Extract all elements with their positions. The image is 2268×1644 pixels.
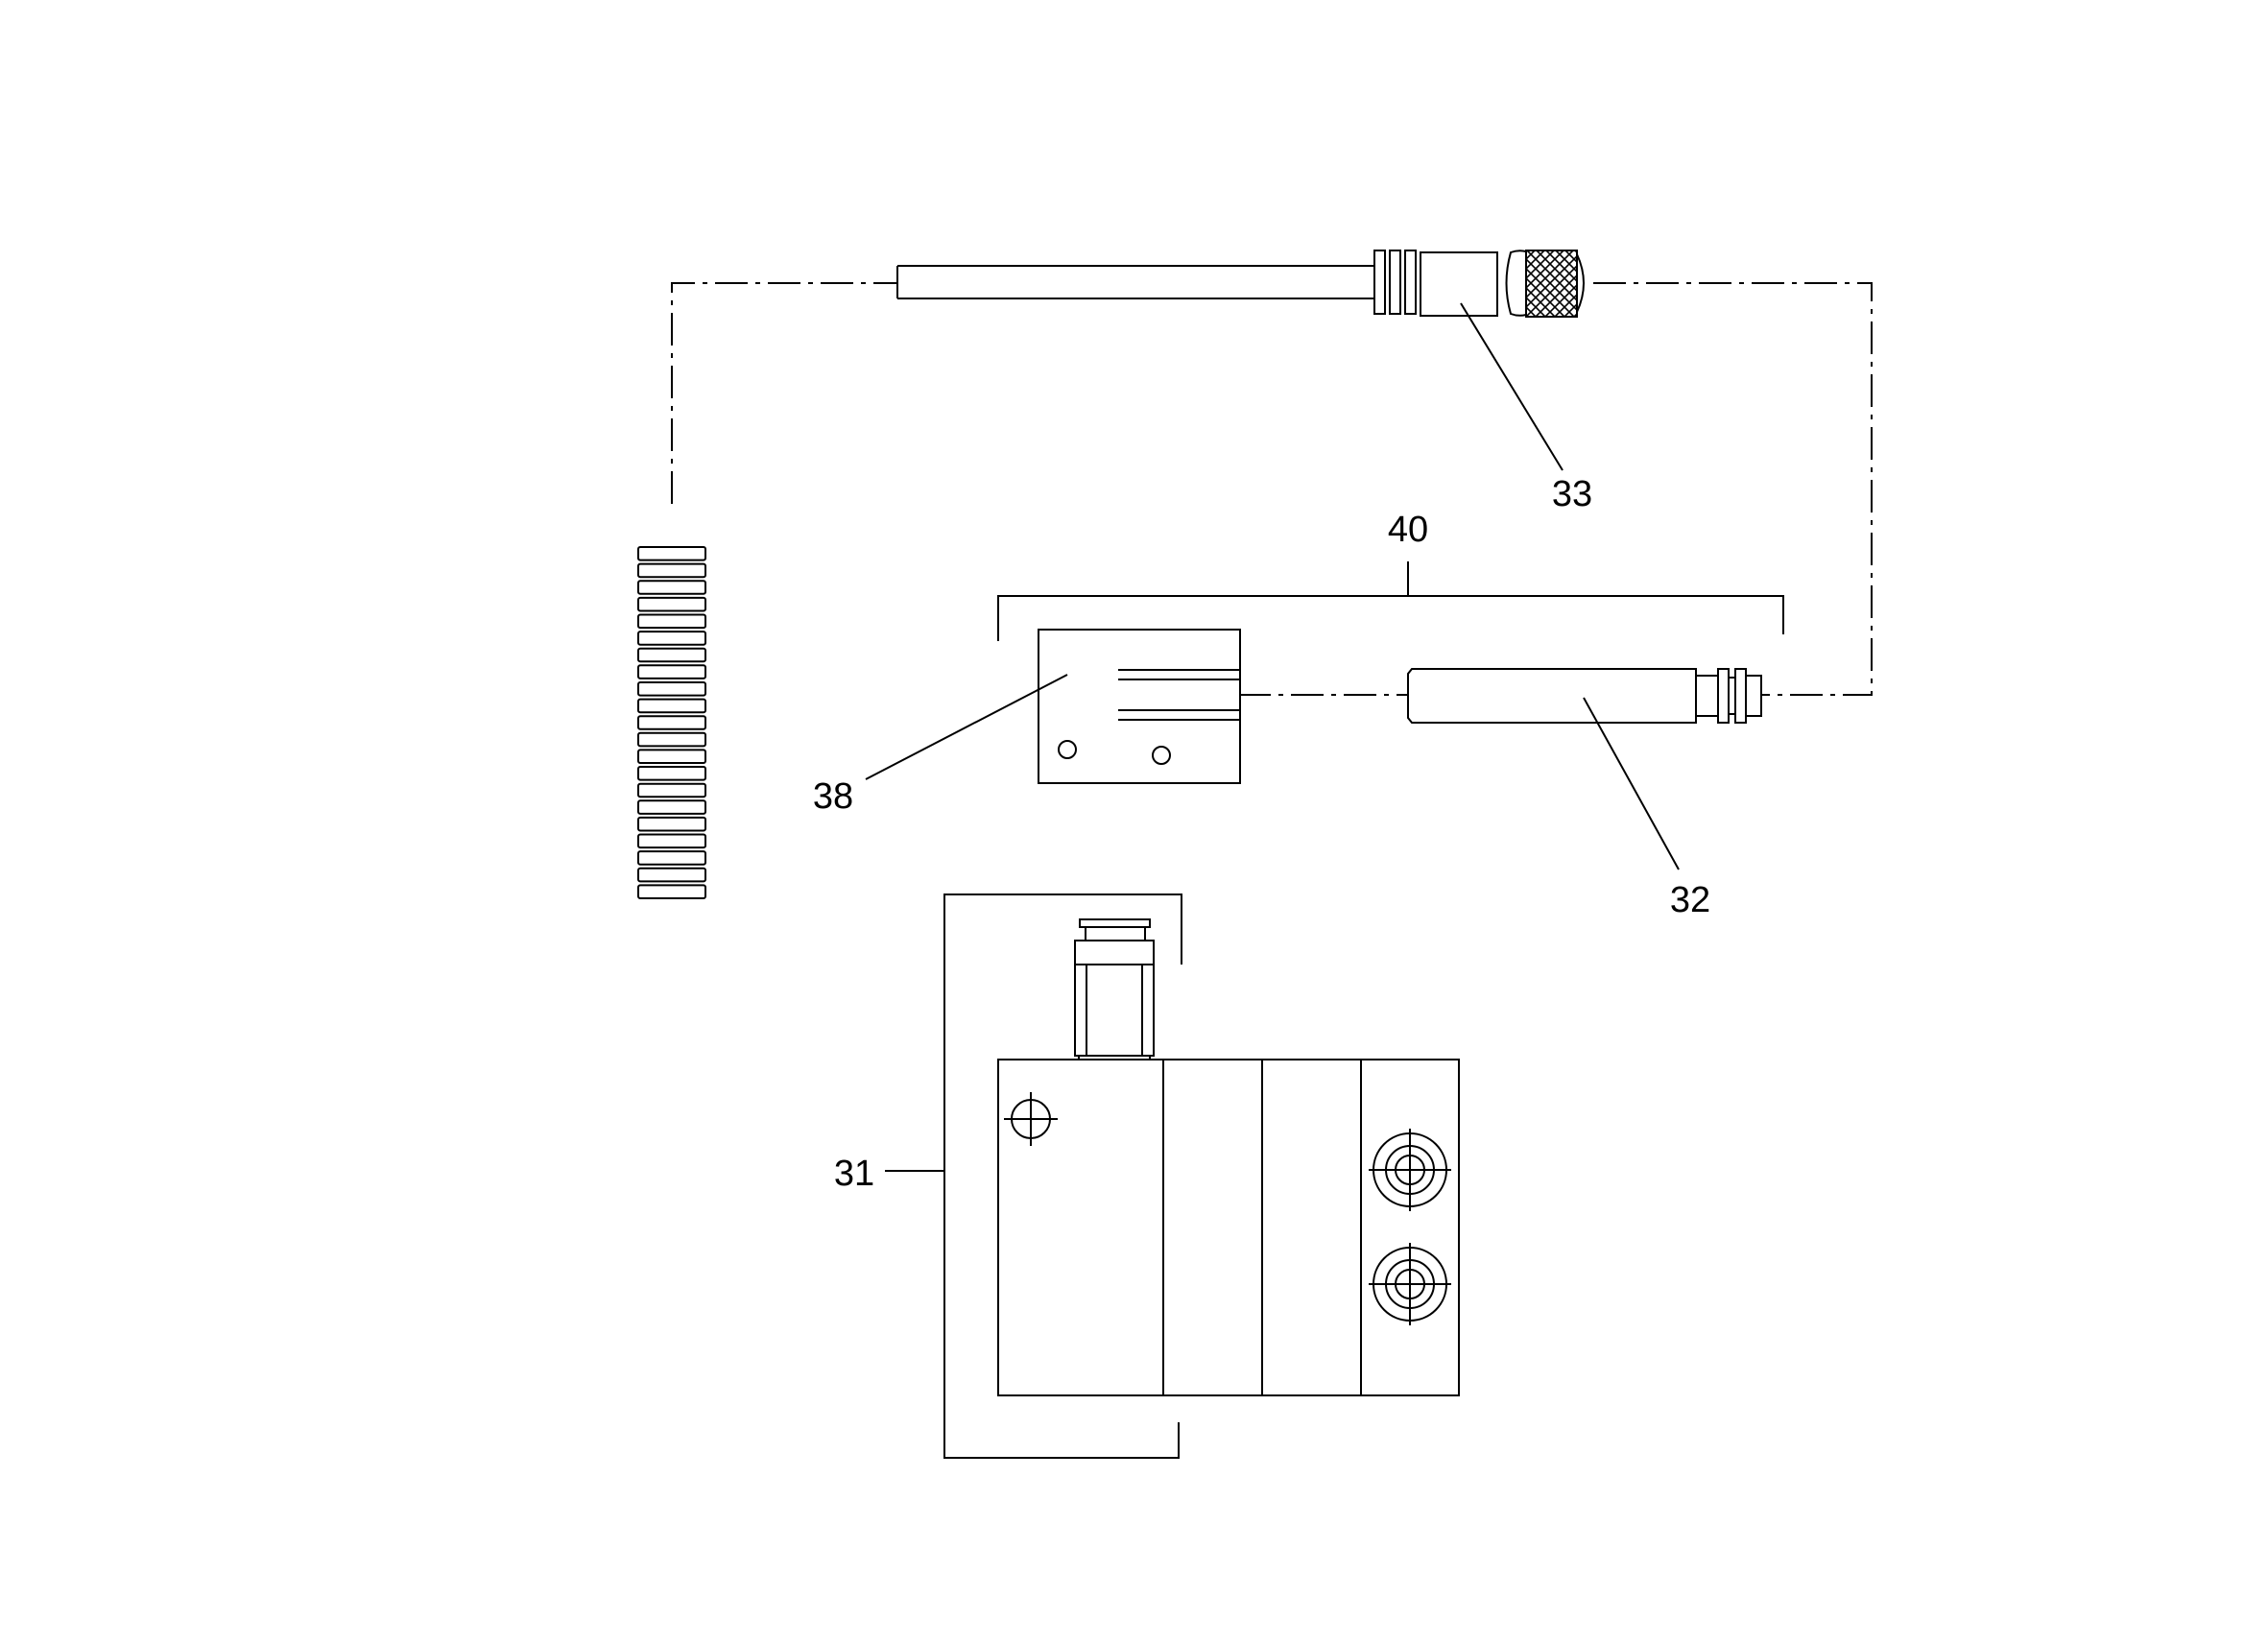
spring-coil-segment bbox=[637, 546, 706, 561]
spring-coil-segment bbox=[637, 782, 706, 798]
leader-lines bbox=[865, 302, 1680, 1172]
spring-coil-segment bbox=[637, 698, 706, 714]
spring-coil-segment bbox=[637, 816, 706, 832]
label-31: 31 bbox=[834, 1154, 874, 1194]
spring-coil-segment bbox=[637, 580, 706, 595]
assembly-bracket-40 bbox=[997, 561, 1784, 641]
label-33: 33 bbox=[1552, 474, 1592, 514]
spring-coil-segment bbox=[637, 664, 706, 679]
label-40: 40 bbox=[1388, 510, 1428, 550]
spring-coil-segment bbox=[637, 749, 706, 765]
spring-coil-segment bbox=[637, 884, 706, 900]
spring-coil-segment bbox=[637, 647, 706, 663]
spring-coil-segment bbox=[637, 850, 706, 866]
sensor-rod-32 bbox=[1407, 668, 1762, 724]
sensor-cable-33 bbox=[896, 250, 1585, 318]
label-32: 32 bbox=[1670, 880, 1710, 920]
spring-coil-segment bbox=[637, 766, 706, 781]
spring-coil-segment bbox=[637, 731, 706, 748]
spring-coil-segment bbox=[637, 631, 706, 646]
spring-coil-segment bbox=[637, 562, 706, 579]
connection-centerlines bbox=[671, 282, 1873, 696]
spring-coil-segment bbox=[637, 613, 706, 630]
mounting-block-38 bbox=[1038, 629, 1241, 784]
spring-coil-segment bbox=[637, 799, 706, 815]
spring-coil-segment bbox=[637, 681, 706, 697]
spring-coil-segment bbox=[637, 596, 706, 612]
spring-coil bbox=[637, 546, 706, 900]
actuator-31 bbox=[943, 893, 1460, 1459]
spring-coil-segment bbox=[637, 867, 706, 883]
label-38: 38 bbox=[813, 776, 853, 817]
spring-coil-segment bbox=[637, 715, 706, 730]
spring-coil-segment bbox=[637, 833, 706, 849]
